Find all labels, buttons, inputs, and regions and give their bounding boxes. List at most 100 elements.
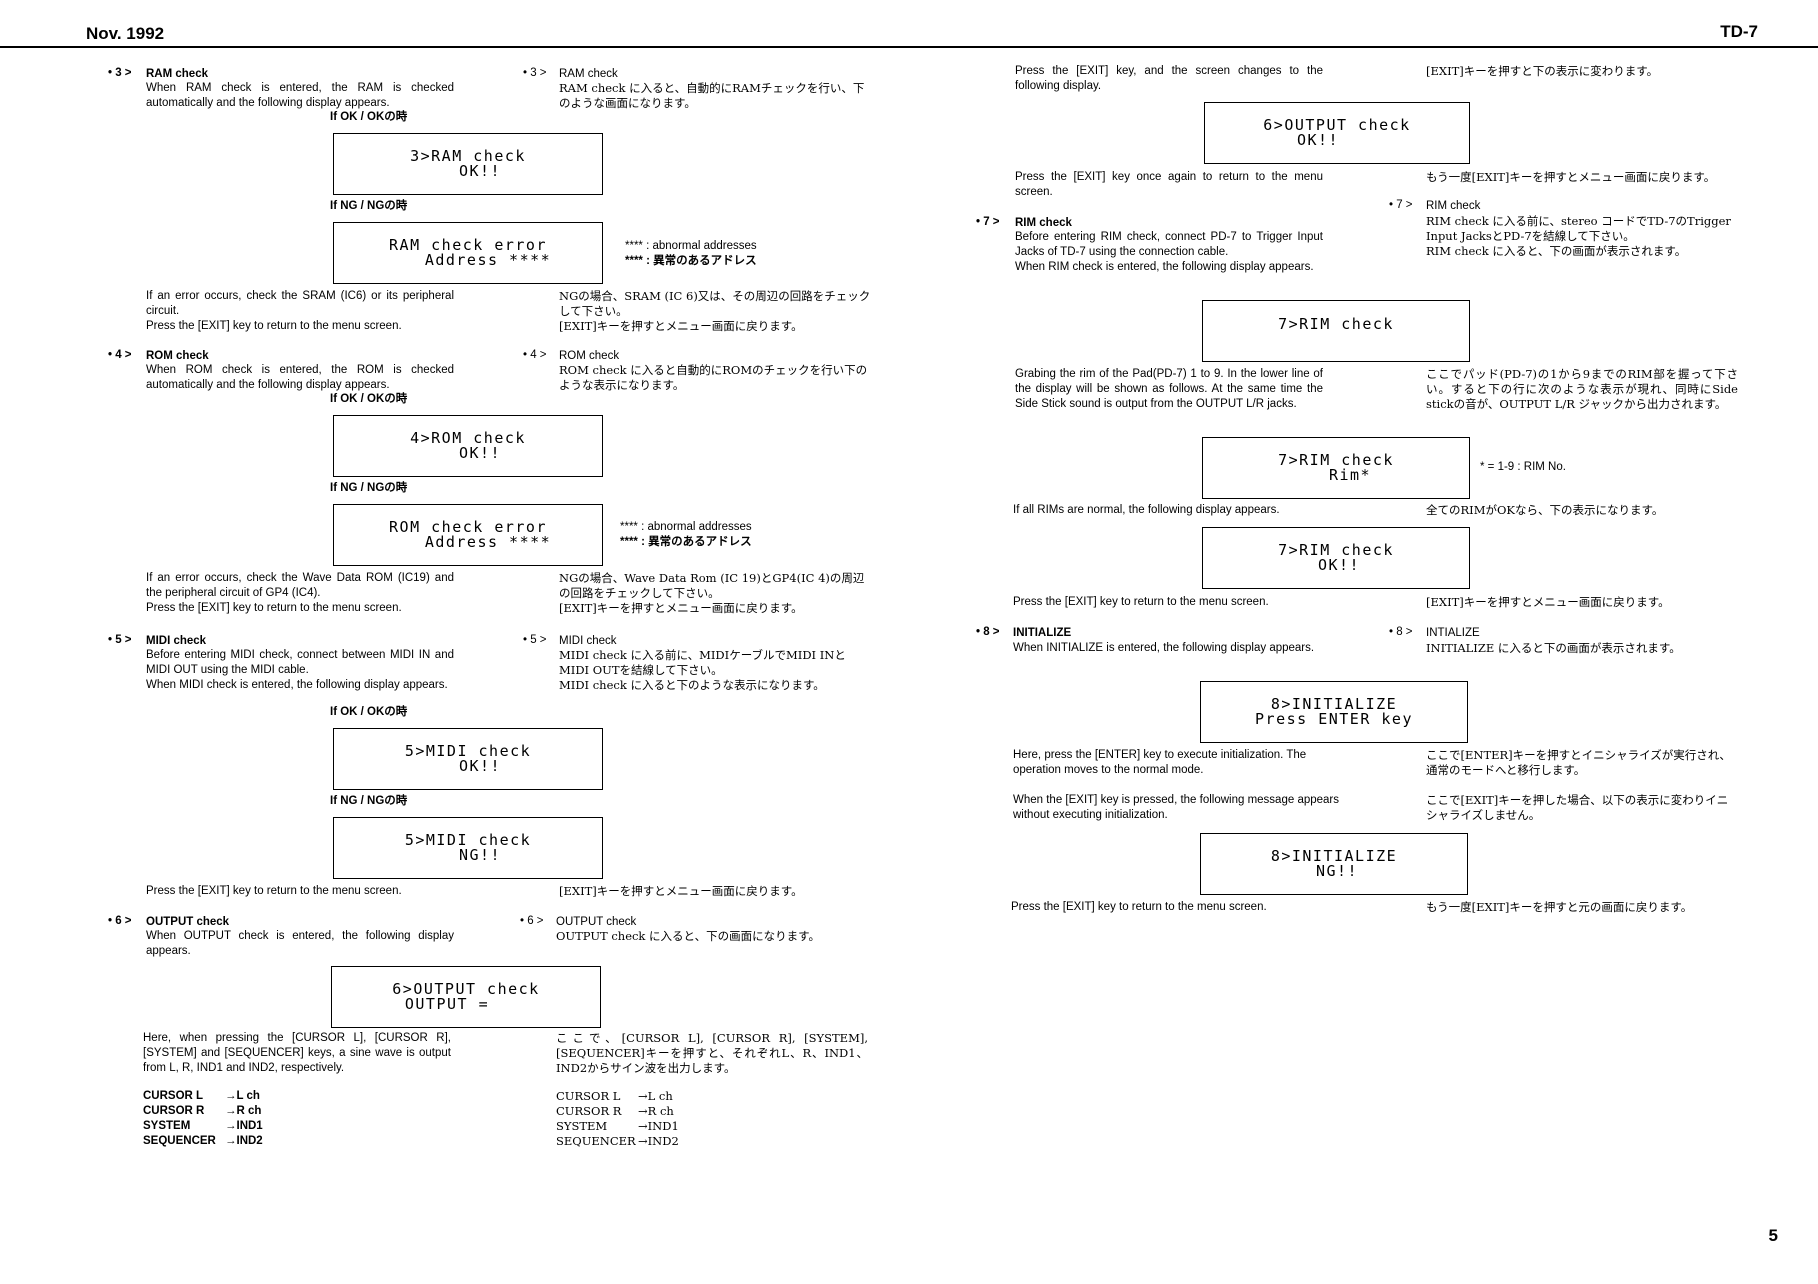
lcd-line: NG!! <box>1315 862 1359 880</box>
lcd-rim-start: 7>RIM check <box>1202 300 1470 362</box>
section-4-ng-label: If NG / NGの時 <box>330 482 408 494</box>
header-rule <box>0 46 1818 48</box>
r6-again: Press the [EXIT] key once again to retur… <box>1015 171 1323 198</box>
section-7-jp-allrims: 全てのRIMがOKなら、下の表示になります。 <box>1426 503 1664 517</box>
lcd-line: 3>RAM check <box>410 147 526 165</box>
section-7-jp-body2: RIM check に入ると、下の画面が表示されます。 <box>1426 244 1687 258</box>
section-4-after: If an error occurs, check the Wave Data … <box>146 572 454 599</box>
key-name: SEQUENCER <box>143 1135 216 1147</box>
section-3-jp-number: • 3 > <box>523 67 547 79</box>
section-4-jp-after: NGの場合、Wave Data Rom (IC 19)とGP4(IC 4)の周辺… <box>559 571 865 600</box>
section-7-jp-number: • 7 > <box>1389 199 1413 211</box>
key-row: SYSTEM→IND1 <box>143 1119 263 1134</box>
lcd-line: OK!! <box>1317 556 1361 574</box>
section-5-ng-label: If NG / NGの時 <box>330 795 408 807</box>
section-3-ok-label: If OK / OKの時 <box>330 111 408 123</box>
key-output: →L ch <box>638 1089 673 1103</box>
key-output: →IND2 <box>225 1135 263 1147</box>
lcd-rom-ng: ROM check error Address **** <box>333 504 603 566</box>
section-4-exit: Press the [EXIT] key to return to the me… <box>146 602 402 614</box>
lcd-initialize: 8>INITIALIZE Press ENTER key <box>1200 681 1468 743</box>
section-8-jp-here: ここで[ENTER]キーを押すとイニシャライズが実行され、通常のモードへと移行し… <box>1426 748 1731 777</box>
lcd-line: 7>RIM check <box>1278 451 1394 469</box>
section-5-jp-title: MIDI check <box>559 635 617 647</box>
section-3-number: • 3 > <box>108 67 132 79</box>
key-name: CURSOR R <box>143 1105 205 1117</box>
key-output: →R ch <box>638 1104 674 1118</box>
lcd-line: Press ENTER key <box>1255 710 1413 728</box>
section-6-body: When OUTPUT check is entered, the follow… <box>146 930 454 957</box>
section-3-jp-after: NGの場合、SRAM (IC 6)又は、その周辺の回路をチェックして下さい。 <box>559 289 871 318</box>
section-8-title: INITIALIZE <box>1013 627 1072 639</box>
section-6-jp-title: OUTPUT check <box>556 916 637 928</box>
section-7-note: * = 1-9 : RIM No. <box>1480 461 1566 473</box>
key-row: CURSOR L→L ch <box>556 1089 679 1104</box>
section-4-jp-exit: [EXIT]キーを押すとメニュー画面に戻ります。 <box>559 601 803 615</box>
lcd-line: RAM check error <box>389 236 547 254</box>
lcd-line: 6>OUTPUT check <box>392 980 540 998</box>
lcd-line: Address **** <box>424 251 552 269</box>
section-4-jp-title: ROM check <box>559 350 620 362</box>
section-7-body1: Before entering RIM check, connect PD-7 … <box>1015 231 1323 258</box>
section-5-ok-label: If OK / OKの時 <box>330 706 408 718</box>
section-8-jp-title: INTIALIZE <box>1426 627 1480 639</box>
section-7-jp-body1: RIM check に入る前に、stereo コードでTD-7のTrigger … <box>1426 214 1731 243</box>
section-4-title: ROM check <box>146 350 209 362</box>
section-5-exit: Press the [EXIT] key to return to the me… <box>146 885 402 897</box>
section-8-number: • 8 > <box>976 626 1000 638</box>
lcd-line: 5>MIDI check <box>404 831 532 849</box>
lcd-line: 8>INITIALIZE <box>1270 695 1398 713</box>
lcd-line: OK!! <box>458 444 502 462</box>
lcd-rom-ok: 4>ROM check OK!! <box>333 415 603 477</box>
section-4-number: • 4 > <box>108 349 132 361</box>
section-8-when-exit: When the [EXIT] key is pressed, the foll… <box>1013 794 1339 821</box>
section-7-number: • 7 > <box>976 216 1000 228</box>
section-7-jp-title: RIM check <box>1426 200 1481 212</box>
section-3-title: RAM check <box>146 68 208 80</box>
section-6-jp-body: OUTPUT check に入ると、下の画面になります。 <box>556 929 820 943</box>
section-8-here: Here, press the [ENTER] key to execute i… <box>1013 749 1307 776</box>
section-5-jp-exit: [EXIT]キーを押すとメニュー画面に戻ります。 <box>559 884 803 898</box>
page-number: 5 <box>1768 1226 1778 1245</box>
lcd-line: 5>MIDI check <box>404 742 532 760</box>
lcd-ram-ng: RAM check error Address **** <box>333 222 603 284</box>
key-output: →IND1 <box>638 1119 679 1133</box>
section-7-body2: When RIM check is entered, the following… <box>1015 261 1314 273</box>
section-3-exit: Press the [EXIT] key to return to the me… <box>146 320 402 332</box>
section-6-key-table: CURSOR L→L ch CURSOR R→R ch SYSTEM→IND1 … <box>143 1089 263 1149</box>
key-output: →R ch <box>225 1105 262 1117</box>
section-8-jp-exit: もう一度[EXIT]キーを押すと元の画面に戻ります。 <box>1426 900 1693 914</box>
key-name: SYSTEM <box>143 1120 191 1132</box>
lcd-initialize-ng: 8>INITIALIZE NG!! <box>1200 833 1468 895</box>
section-3-jp-body: RAM check に入ると、自動的にRAMチェックを行い、下のような画面になり… <box>559 81 865 110</box>
section-7-title: RIM check <box>1015 217 1072 229</box>
section-6-title: OUTPUT check <box>146 916 230 928</box>
section-4-jp-body: ROM check に入ると自動的にROMのチェックを行い下のような表示になりま… <box>559 363 868 392</box>
lcd-line: OK!! <box>458 162 502 180</box>
header-model: TD-7 <box>1720 22 1758 41</box>
section-5-title: MIDI check <box>146 635 207 647</box>
key-row: CURSOR L→L ch <box>143 1089 263 1104</box>
section-5-jp-body2: MIDI check に入ると下のような表示になります。 <box>559 678 825 692</box>
lcd-line: 4>ROM check <box>410 429 526 447</box>
section-4-body: When ROM check is entered, the ROM is ch… <box>146 364 454 391</box>
key-row: SEQUENCER→IND2 <box>556 1134 679 1149</box>
section-7-exit: Press the [EXIT] key to return to the me… <box>1013 596 1269 608</box>
section-3-ng-label: If NG / NGの時 <box>330 200 408 212</box>
r6-jp-again: もう一度[EXIT]キーを押すとメニュー画面に戻ります。 <box>1426 170 1716 184</box>
section-4-jp-number: • 4 > <box>523 349 547 361</box>
section-6-jp-number: • 6 > <box>520 915 544 927</box>
section-8-exit: Press the [EXIT] key to return to the me… <box>1011 901 1267 913</box>
section-5-body1: Before entering MIDI check, connect betw… <box>146 649 454 676</box>
lcd-midi-ok: 5>MIDI check OK!! <box>333 728 603 790</box>
section-7-jp-grab: ここでパッド(PD-7)の1から9までのRIM部を握って下さい。すると下の行に次… <box>1426 367 1738 411</box>
lcd-line: OK!! <box>458 757 502 775</box>
section-7-jp-exit: [EXIT]キーを押すとメニュー画面に戻ります。 <box>1426 595 1670 609</box>
lcd-line: ROM check error <box>389 518 547 536</box>
lcd-line: 7>RIM check <box>1278 541 1394 559</box>
lcd-line: 8>INITIALIZE <box>1270 847 1398 865</box>
section-6-jp-key-table: CURSOR L→L ch CURSOR R→R ch SYSTEM→IND1 … <box>556 1089 679 1149</box>
section-4-note-jp: **** : 異常のあるアドレス <box>620 536 752 548</box>
section-5-jp-body1: MIDI check に入る前に、MIDIケーブルでMIDI INとMIDI O… <box>559 648 846 677</box>
section-8-jp-when-exit: ここで[EXIT]キーを押した場合、以下の表示に変わりイニシャライズしません。 <box>1426 793 1729 822</box>
